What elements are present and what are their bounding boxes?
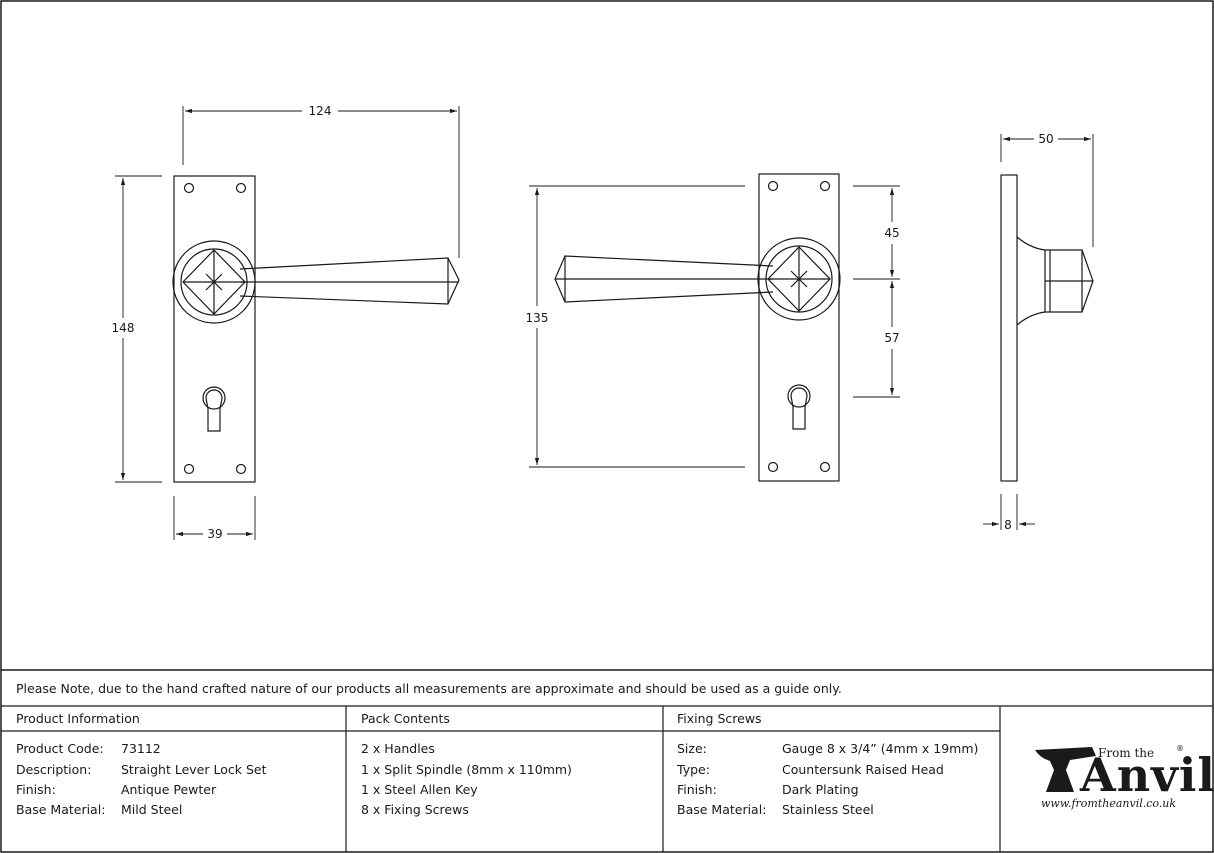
dim-side-thickness: 8	[1004, 518, 1012, 532]
dim-rear-lower: 57	[884, 331, 899, 345]
dim-rear-height: 135	[526, 311, 549, 325]
logo-url: www.fromtheanvil.co.uk	[1041, 797, 1177, 810]
finish-value: Antique Pewter	[121, 782, 217, 797]
front-lever	[239, 257, 460, 305]
product-info-heading: Product Information	[16, 711, 140, 726]
logo-from-the: From the	[1098, 746, 1155, 760]
dimension-labels: 124 148 39 135 45 57 50 8	[112, 104, 1054, 541]
dim-rear-upper: 45	[884, 226, 899, 240]
side-backplate	[1000, 174, 1018, 482]
screw-finish-value: Dark Plating	[782, 782, 859, 797]
logo-brand-name: Anvil	[1080, 748, 1214, 802]
pack-item: 8 x Fixing Screws	[361, 802, 469, 817]
dim-front-width: 124	[309, 104, 332, 118]
screw-hole	[183, 182, 195, 194]
front-view	[172, 175, 460, 483]
description-value: Straight Lever Lock Set	[121, 762, 267, 777]
dimension-lines	[115, 106, 1094, 540]
dim-plate-width: 39	[207, 527, 222, 541]
measurement-note: Please Note, due to the hand crafted nat…	[16, 681, 842, 696]
screw-hole	[235, 463, 247, 475]
rear-backplate	[758, 173, 840, 482]
description-label: Description:	[16, 762, 92, 777]
front-backplate	[173, 175, 256, 483]
screw-size-value: Gauge 8 x 3/4” (4mm x 19mm)	[782, 741, 979, 756]
dim-side-projection: 50	[1038, 132, 1053, 146]
base-material-label: Base Material:	[16, 802, 106, 817]
base-material-value: Mild Steel	[121, 802, 183, 817]
screw-type-value: Countersunk Raised Head	[782, 762, 944, 777]
screw-finish-label: Finish:	[677, 782, 717, 797]
dim-front-height: 148	[112, 321, 135, 335]
pack-contents-heading: Pack Contents	[361, 711, 450, 726]
pack-item: 2 x Handles	[361, 741, 435, 756]
screw-size-label: Size:	[677, 741, 707, 756]
fixing-screws-heading: Fixing Screws	[677, 711, 762, 726]
anvil-icon	[1035, 747, 1096, 792]
finish-label: Finish:	[16, 782, 56, 797]
pack-item: 1 x Steel Allen Key	[361, 782, 478, 797]
product-code-value: 73112	[121, 741, 161, 756]
product-code-label: Product Code:	[16, 741, 104, 756]
keyhole	[205, 389, 223, 432]
screw-type-label: Type:	[677, 762, 710, 777]
rear-view	[554, 173, 841, 482]
side-view	[1000, 174, 1094, 482]
pack-item: 1 x Split Spindle (8mm x 110mm)	[361, 762, 572, 777]
screw-hole	[235, 182, 247, 194]
logo-registered-mark: ®	[1176, 744, 1184, 753]
side-neck	[1016, 236, 1046, 326]
screw-material-value: Stainless Steel	[782, 802, 874, 817]
screw-material-label: Base Material:	[677, 802, 767, 817]
screw-hole	[183, 463, 195, 475]
